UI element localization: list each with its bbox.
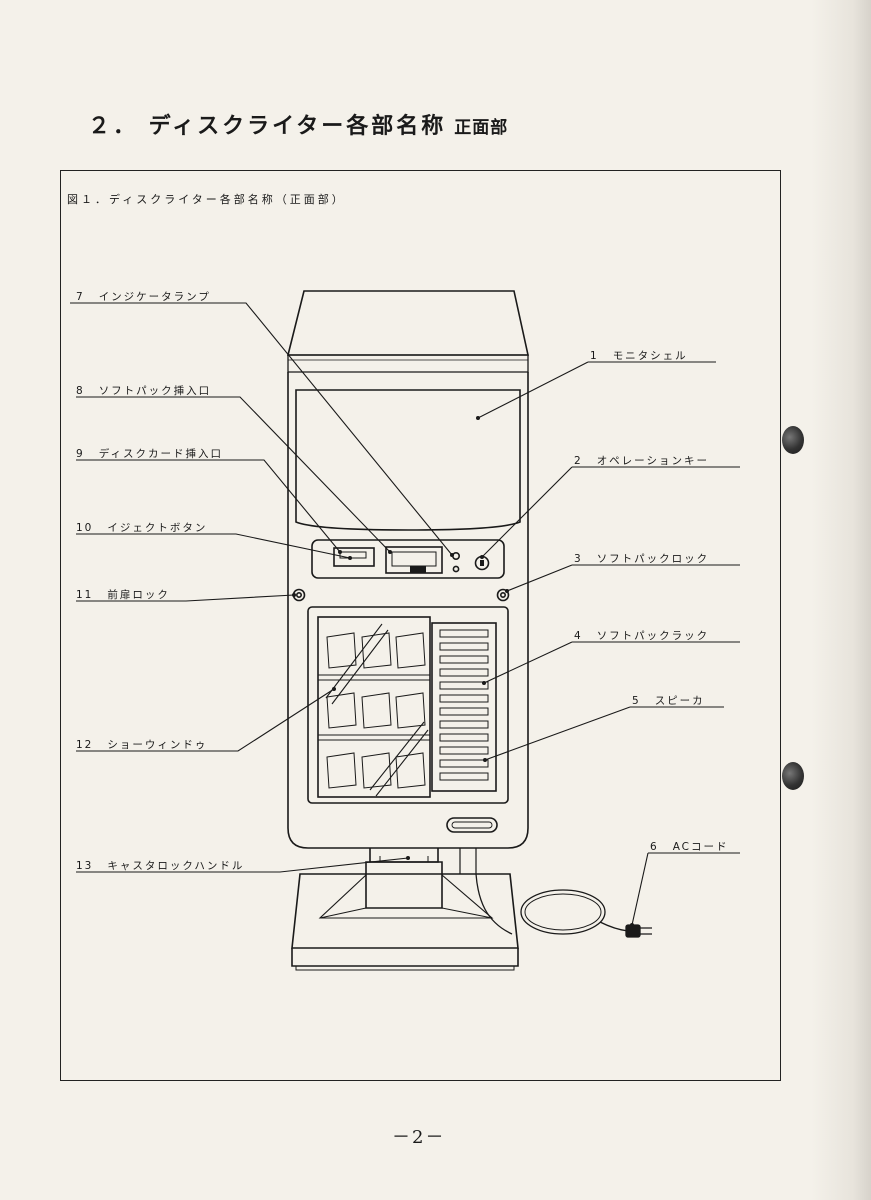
page-number: －2－: [392, 1127, 446, 1148]
disk-card-slot: [333, 547, 375, 567]
indicator-lamp: [451, 551, 460, 560]
show-window-frame: [307, 606, 509, 804]
control-panel: [311, 539, 505, 579]
heading-subtitle: 正面部: [454, 118, 509, 138]
heading-title: ２． ディスクライター各部名称: [88, 114, 447, 139]
caster-lock-handle: [365, 861, 443, 909]
show-window: [317, 616, 431, 798]
monitor-screen: [295, 389, 521, 531]
leader-lines: [70, 302, 740, 926]
stand-base: [291, 848, 519, 971]
soft-pack-rack: [431, 622, 497, 792]
soft-pack-cards: [326, 632, 426, 789]
binder-hole: [782, 762, 804, 790]
rack-slots: [439, 629, 489, 781]
speaker-grille: [446, 817, 498, 833]
figure-caption: 図１．ディスクライター各部名称（正面部）: [67, 193, 346, 206]
cabinet-body: [287, 372, 529, 849]
page-edge-shadow: [811, 0, 871, 1200]
ac-cord: [475, 873, 652, 938]
binder-hole: [782, 426, 804, 454]
soft-pack-lock: [496, 588, 510, 602]
page-heading: ２． ディスクライター各部名称正面部: [88, 108, 508, 140]
glass-reflection: [325, 623, 429, 797]
monitor-shell: [286, 290, 529, 373]
figure-frame: [60, 170, 781, 1081]
leader-dots: [292, 416, 634, 927]
